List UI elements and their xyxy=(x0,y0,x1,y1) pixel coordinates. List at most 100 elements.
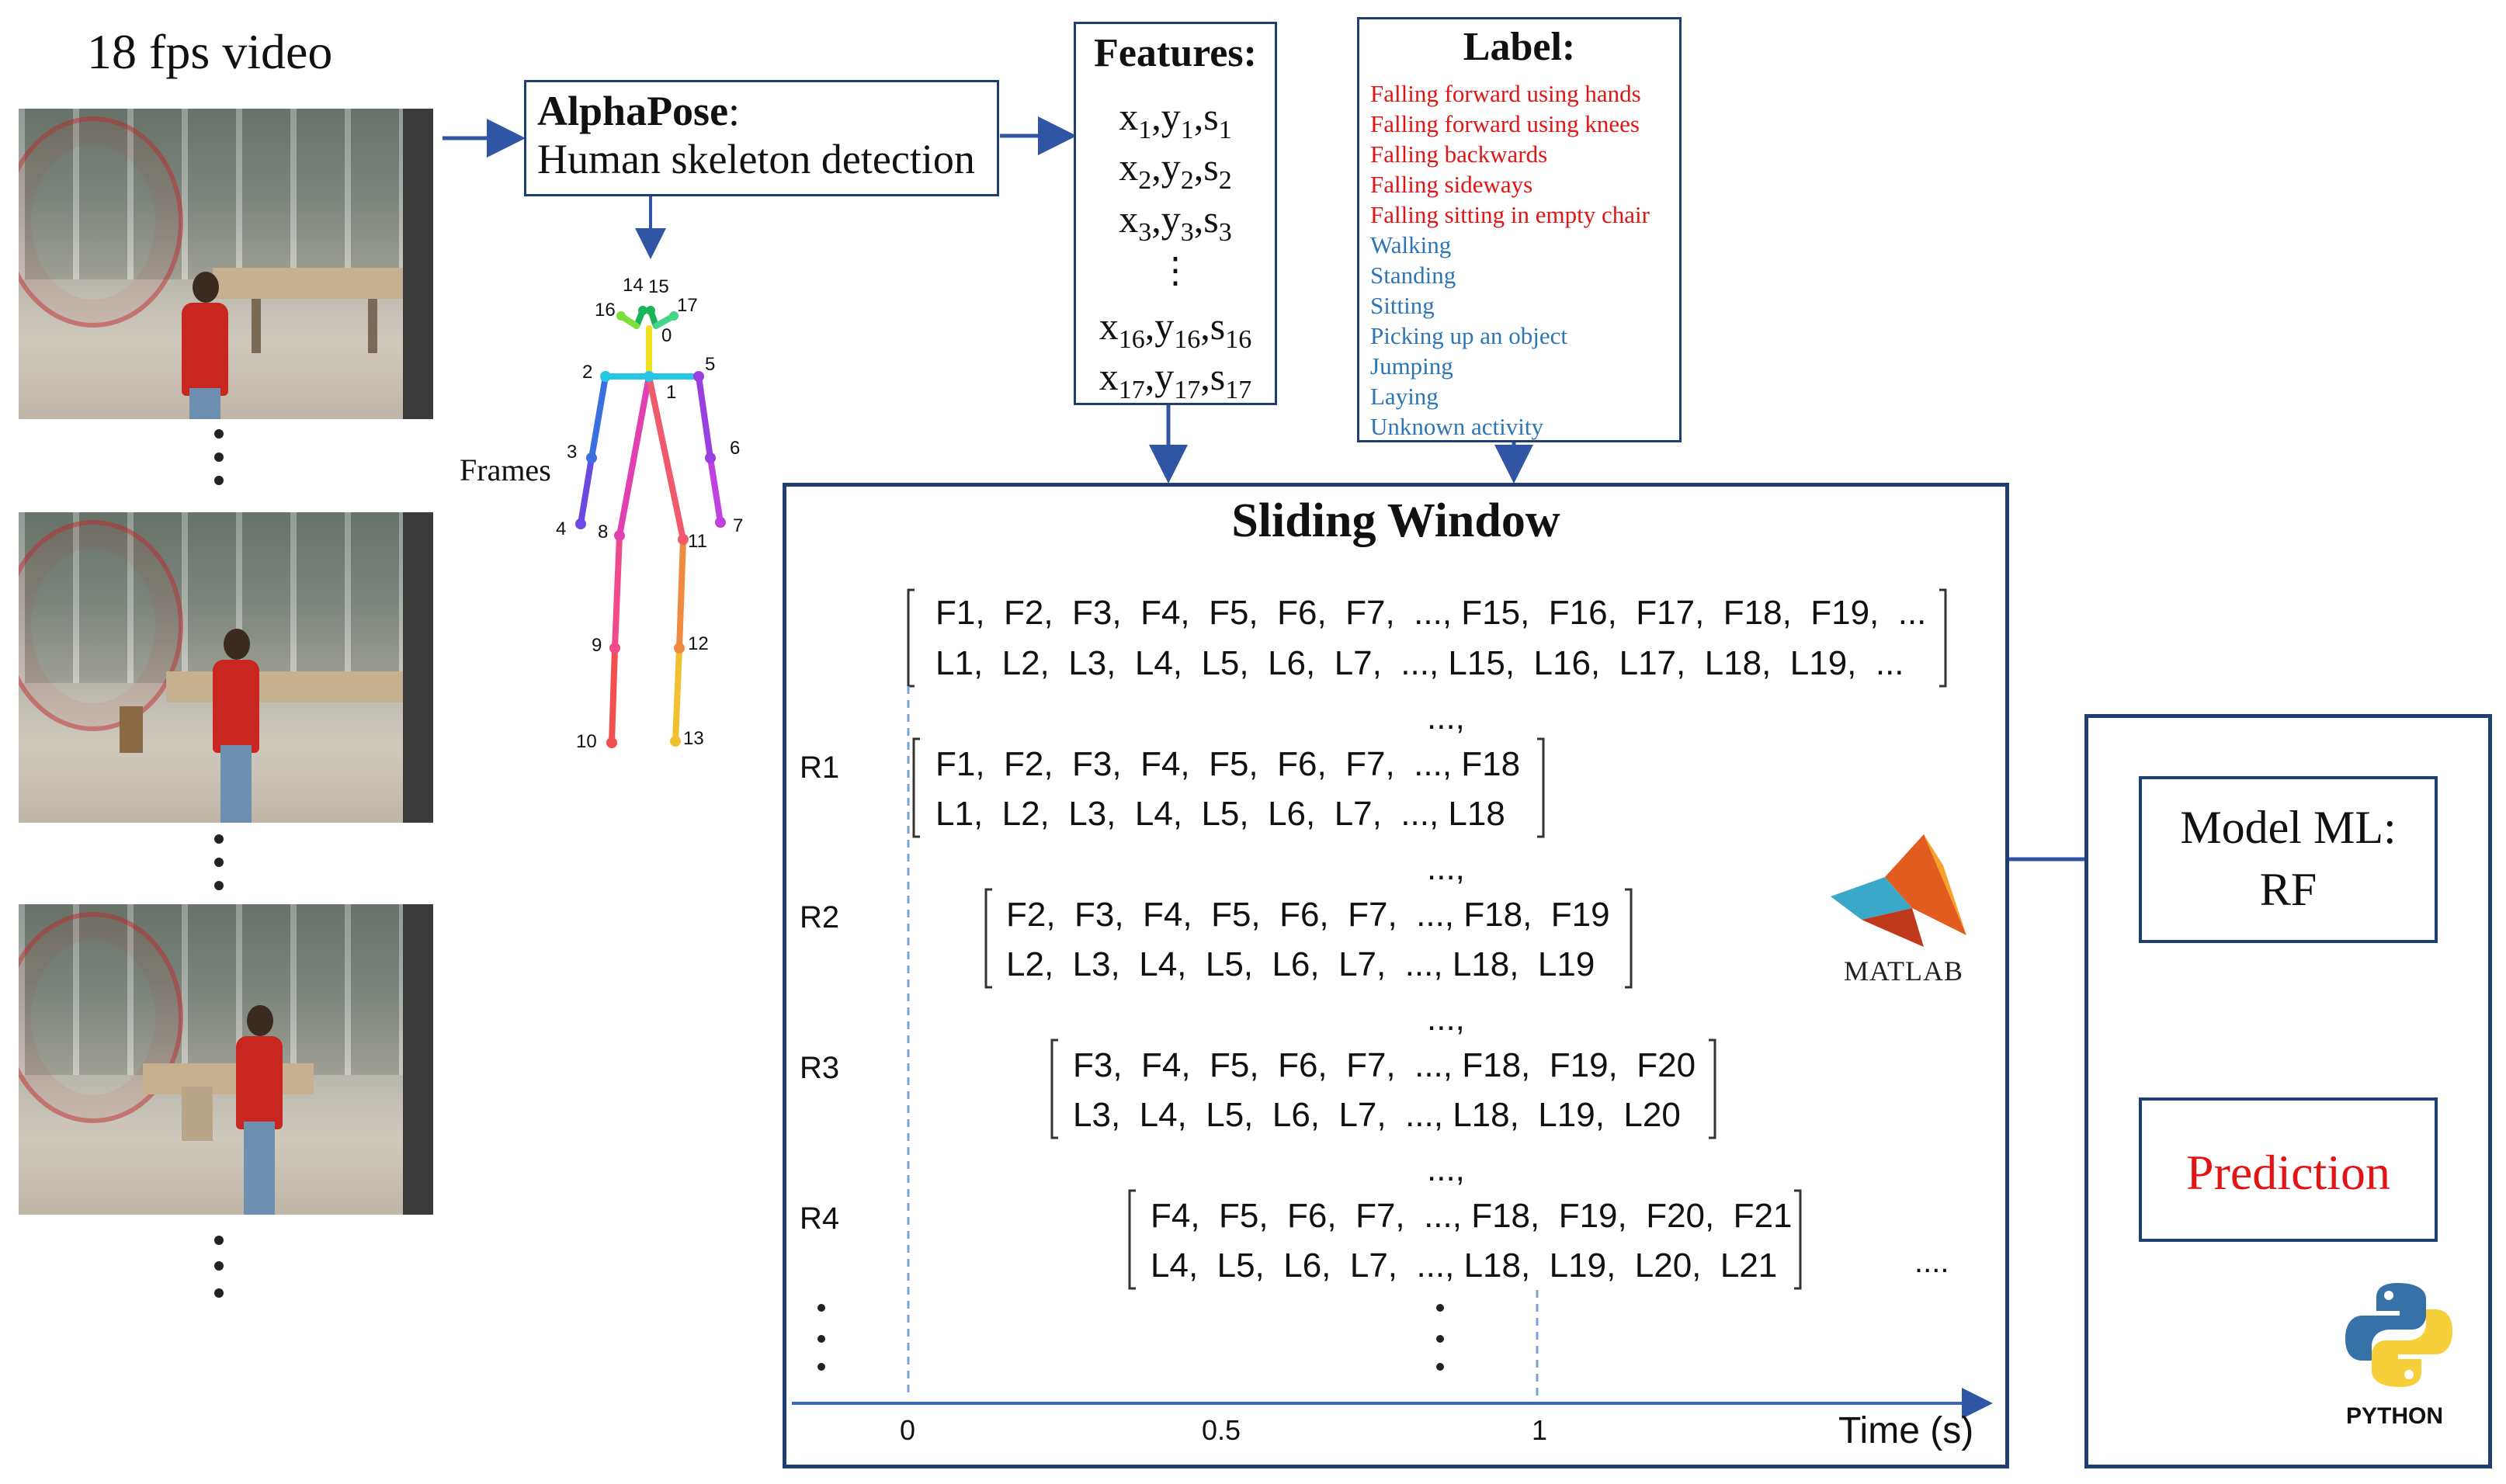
feature-index: 3 xyxy=(1180,218,1194,247)
feature-row-2: x3,y3,s3 xyxy=(1119,197,1232,247)
feature-symbol: y xyxy=(1161,145,1181,189)
label-fall-2: Falling backwards xyxy=(1370,140,1548,168)
prediction-label: Prediction xyxy=(2185,1145,2391,1200)
feature-index: 16 xyxy=(1174,325,1201,354)
feature-symbol: y xyxy=(1161,95,1181,138)
feature-index: 1 xyxy=(1138,116,1152,144)
window-R1-L: L1, L2, L3, L4, L5, L6, L7, ..., L18 xyxy=(935,795,1505,833)
keypoint-17: 17 xyxy=(677,295,698,316)
window-R2-L: L2, L3, L4, L5, L6, L7, ..., L18, L19 xyxy=(1006,945,1595,983)
feature-symbol: x xyxy=(1099,304,1119,348)
alphapose-title: AlphaPose xyxy=(537,88,729,134)
label-activity-3: Picking up an object xyxy=(1370,322,1567,349)
model-title-line2: RF xyxy=(2259,864,2317,915)
gap-1: ..., xyxy=(1427,699,1465,737)
feature-index: 17 xyxy=(1174,376,1201,404)
feature-symbol: x xyxy=(1099,355,1119,398)
feature-row-0: x1,y1,s1 xyxy=(1119,95,1232,144)
alphapose-colon: : xyxy=(728,88,741,134)
keypoint-9: 9 xyxy=(592,635,602,656)
full-sequence-F: F1, F2, F3, F4, F5, F6, F7, ..., F15, F1… xyxy=(935,594,1927,632)
feature-symbol: x xyxy=(1119,145,1139,189)
axis-tick-0.5: 0.5 xyxy=(1202,1414,1241,1446)
feature-index: 2 xyxy=(1138,166,1152,195)
label-fall-0: Falling forward using hands xyxy=(1370,80,1641,107)
window-R4-label: R4 xyxy=(800,1201,840,1236)
matlab-label: MATLAB xyxy=(1844,955,1964,986)
keypoint-2: 2 xyxy=(582,362,592,383)
feature-symbol: y xyxy=(1161,197,1181,241)
gap-2: ..., xyxy=(1427,849,1465,887)
full-sequence-brackets xyxy=(792,588,1993,1419)
video-frame-2 xyxy=(19,512,433,823)
label-activity-1: Standing xyxy=(1370,262,1456,289)
feature-symbol: s xyxy=(1203,145,1219,189)
keypoint-5: 5 xyxy=(705,354,715,375)
window-R1-F: F1, F2, F3, F4, F5, F6, F7, ..., F18 xyxy=(935,745,1521,783)
keypoint-13: 13 xyxy=(683,728,704,749)
window-R3-F: F3, F4, F5, F6, F7, ..., F18, F19, F20 xyxy=(1073,1046,1696,1084)
feature-index: 2 xyxy=(1180,166,1194,195)
feature-symbol: x xyxy=(1119,95,1139,138)
label-title: Label: xyxy=(1463,25,1576,69)
keypoint-7: 7 xyxy=(733,515,743,536)
gap-4: ..., xyxy=(1427,1150,1465,1188)
feature-index: 3 xyxy=(1218,218,1232,247)
axis-tick-1: 1 xyxy=(1532,1414,1548,1446)
keypoint-1: 1 xyxy=(666,382,676,403)
sliding-window-title: Sliding Window xyxy=(1231,494,1560,547)
axis-tick-0: 0 xyxy=(900,1414,916,1446)
alphapose-box: AlphaPose: Human skeleton detection xyxy=(524,80,999,196)
full-sequence-L: L1, L2, L3, L4, L5, L6, L7, ..., L15, L1… xyxy=(935,644,1904,682)
feature-index: 17 xyxy=(1225,376,1252,404)
window-R2-F: F2, F3, F4, F5, F6, F7, ..., F18, F19 xyxy=(1006,896,1610,934)
feature-row-3: x16,y16,s16 xyxy=(1099,304,1252,354)
keypoint-16: 16 xyxy=(595,300,616,321)
keypoint-11: 11 xyxy=(688,531,707,552)
label-activity-6: Unknown activity xyxy=(1370,413,1543,440)
feature-row-1: x2,y2,s2 xyxy=(1119,145,1232,195)
window-R4-F: F4, F5, F6, F7, ..., F18, F19, F20, F21 xyxy=(1151,1197,1793,1235)
window-R3-label: R3 xyxy=(800,1051,840,1085)
features-ellipsis: ⋮ xyxy=(1158,251,1193,290)
feature-symbol: s xyxy=(1210,304,1226,348)
window-R3-L: L3, L4, L5, L6, L7, ..., L18, L19, L20 xyxy=(1073,1096,1681,1134)
alphapose-subtitle: Human skeleton detection xyxy=(537,136,975,182)
window-R1-label: R1 xyxy=(800,751,840,785)
feature-index: 16 xyxy=(1225,325,1252,354)
video-frame-3 xyxy=(19,904,433,1215)
window-R4-L: L4, L5, L6, L7, ..., L18, L19, L20, L21 xyxy=(1151,1246,1778,1285)
feature-symbol: s xyxy=(1203,197,1219,241)
keypoint-12: 12 xyxy=(688,633,709,654)
keypoint-0: 0 xyxy=(661,325,672,346)
feature-symbol: s xyxy=(1210,355,1226,398)
axis-label: Time (s) xyxy=(1838,1410,1974,1451)
gap-3: ..., xyxy=(1427,1000,1465,1038)
feature-index: 2 xyxy=(1218,166,1232,195)
feature-symbol: y xyxy=(1154,355,1175,398)
label-activity-5: Laying xyxy=(1370,383,1439,410)
feature-index: 16 xyxy=(1118,325,1145,354)
label-fall-1: Falling forward using knees xyxy=(1370,110,1640,137)
feature-index: 1 xyxy=(1218,116,1232,144)
feature-symbol: y xyxy=(1154,304,1175,348)
model-title-line1: Model ML: xyxy=(2180,802,2397,853)
keypoint-8: 8 xyxy=(598,522,608,543)
video-title: 18 fps video xyxy=(87,24,333,79)
label-fall-3: Falling sideways xyxy=(1370,171,1533,198)
feature-symbol: x xyxy=(1119,197,1139,241)
label-activity-4: Jumping xyxy=(1370,352,1453,380)
label-activity-0: Walking xyxy=(1370,231,1452,258)
frames-label: Frames xyxy=(460,452,551,487)
skeleton-figure: 14 15 16 17 0 2 1 5 3 6 4 8 11 7 9 12 10… xyxy=(556,275,743,749)
window-R2-label: R2 xyxy=(800,900,840,934)
keypoint-15: 15 xyxy=(648,276,669,297)
feature-index: 3 xyxy=(1138,218,1152,247)
feature-row-4: x17,y17,s17 xyxy=(1099,355,1252,404)
feature-index: 17 xyxy=(1118,376,1145,404)
keypoint-6: 6 xyxy=(730,438,740,459)
python-logo-icon xyxy=(2345,1283,2452,1387)
